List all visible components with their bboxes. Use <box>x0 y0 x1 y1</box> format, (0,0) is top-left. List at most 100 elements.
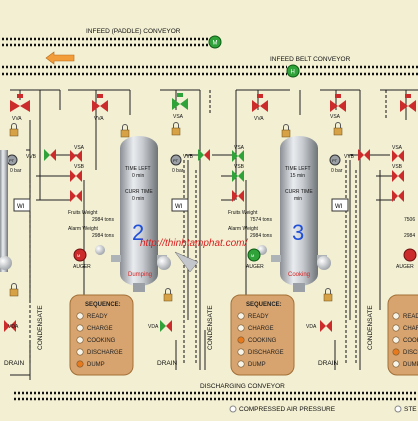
infeed-paddle-label: INFEED (PADDLE) CONVEYOR <box>86 28 181 35</box>
svg-text:WI: WI <box>335 204 343 210</box>
vva-valve-unit3[interactable] <box>252 94 268 112</box>
auger-indicator-2[interactable]: M <box>73 248 87 262</box>
wi-box-unit2[interactable]: WI <box>171 198 189 212</box>
vvb-valve-left[interactable] <box>44 149 56 161</box>
sequence-step-indicator <box>237 324 245 332</box>
vsb2-valve-right[interactable] <box>392 190 404 202</box>
vvb-valve-unit2[interactable] <box>198 149 210 161</box>
pt-gauge-unit3: PT <box>329 154 341 166</box>
svg-text:M: M <box>251 253 254 258</box>
sequence-step-indicator <box>392 336 400 344</box>
lock-icon <box>281 124 291 138</box>
auger-indicator-right[interactable] <box>403 248 417 262</box>
vda-valve-unit2[interactable] <box>160 320 172 332</box>
fruits-weight-value-3: 7574 tons <box>250 217 272 223</box>
sequence-step-label: COOKING <box>403 338 418 344</box>
vsa-valve-left-unit2[interactable] <box>70 150 82 162</box>
vva-label-unit3: VVA <box>254 116 264 122</box>
vva-valve-unit2[interactable] <box>92 94 108 112</box>
svg-text:M: M <box>77 253 80 258</box>
drain-label-left: DRAIN <box>4 360 25 367</box>
sterilizer-vessel-3[interactable] <box>257 136 331 292</box>
vsb-label-right: VSB <box>392 164 403 170</box>
vsb-valve-right[interactable] <box>392 170 404 182</box>
vsb-valve-unit3[interactable] <box>232 170 244 182</box>
vsb2-valve-unit3[interactable] <box>232 190 244 202</box>
status-text-3: Cooking <box>288 272 310 278</box>
svg-text:WI: WI <box>175 204 183 210</box>
sequence-step-label: COOKING <box>87 338 116 344</box>
svg-text:SEQUENCE:: SEQUENCE: <box>246 302 282 308</box>
svg-text:WI: WI <box>17 204 25 210</box>
sterilizer-vessel-left-partial[interactable] <box>0 150 12 272</box>
alarm-weight-label-3: Alarm Weight <box>228 226 259 232</box>
lock-icon <box>9 283 19 297</box>
sequence-step-label: DUMP <box>248 362 266 368</box>
vda-valve-left[interactable] <box>4 320 16 332</box>
vda-valve-unit3[interactable] <box>320 320 332 332</box>
pressure-unit2: 0 bar <box>172 168 184 174</box>
vsb-label-unit3: VSB <box>234 164 245 170</box>
vsb-label-unit2: VSB <box>74 164 85 170</box>
alarm-weight-value-2: 2984 tons <box>92 233 114 239</box>
sequence-step-indicator <box>76 336 84 344</box>
sterilizer-number-3: 3 <box>292 220 304 245</box>
vsa-valve-left-unit3[interactable] <box>232 150 244 162</box>
steam-label-partial: STE <box>404 406 417 413</box>
infeed-belt-label: INFEED BELT CONVEYOR <box>270 56 351 63</box>
infeed-belt-conveyor: INFEED BELT CONVEYOR H <box>2 56 418 78</box>
paddle-motor-indicator[interactable] <box>208 35 222 49</box>
auger-label-2: AUGER <box>73 264 91 270</box>
sequence-step-indicator <box>76 348 84 356</box>
time-left-value-2: 0 min <box>132 173 144 179</box>
vda-label-unit2: VDA <box>148 324 159 330</box>
sequence-step-indicator <box>237 348 245 356</box>
lock-icon <box>163 288 173 302</box>
watermark-text: http://thinhtamphat.com/ <box>140 238 249 249</box>
vva-valve-left[interactable] <box>10 94 30 112</box>
sequence-step-label: DISCHARGE <box>403 350 418 356</box>
condensate-label-3: CONDENSATE <box>367 305 374 350</box>
drain-label-unit2: DRAIN <box>157 360 178 367</box>
sterilizer-vessel-2[interactable] <box>95 136 199 292</box>
wi-box-unit3[interactable]: WI <box>331 198 349 212</box>
compressed-air-indicator[interactable] <box>229 405 237 413</box>
vsa-valve-right[interactable] <box>392 150 404 162</box>
vvb-label-left: VVB <box>26 154 37 160</box>
vsb-valve-unit2[interactable] <box>70 170 82 182</box>
vsb2-valve-unit2[interactable] <box>70 190 82 202</box>
infeed-paddle-conveyor: INFEED (PADDLE) CONVEYOR M <box>2 28 222 49</box>
wi-box-left[interactable]: WI <box>13 198 31 212</box>
sequence-step-indicator <box>392 348 400 356</box>
time-left-value-3: 15 min <box>290 173 305 179</box>
vvb-valve-unit3[interactable] <box>358 149 370 161</box>
fruits-weight-label-3: Fruits Weight <box>228 210 258 216</box>
vsa-label-unit3: VSA <box>234 145 245 151</box>
vva-valve-right[interactable] <box>400 94 416 112</box>
sequence-step-label: CHARGE <box>248 326 274 332</box>
alarm-weight-value-3: 2984 tons <box>250 233 272 239</box>
vsa-top-label-unit3: VSA <box>330 114 341 120</box>
lock-icon <box>9 123 19 137</box>
fruits-weight-label-2: Fruits Weight <box>68 210 98 216</box>
vsa-label-right: VSA <box>392 145 403 151</box>
status-text-2: Dumping <box>128 272 152 278</box>
sequence-step-indicator <box>237 360 245 368</box>
belt-motor-indicator[interactable] <box>286 64 300 78</box>
steam-indicator[interactable] <box>394 405 402 413</box>
sequence-step-indicator <box>237 312 245 320</box>
paddle-motor-label: M <box>213 41 218 47</box>
vsa-valve-unit2[interactable] <box>172 93 188 110</box>
sequence-step-label: READY <box>403 314 418 320</box>
curr-time-label-2: CURR TIME <box>125 189 153 195</box>
drain-label-unit3: DRAIN <box>318 360 339 367</box>
lock-icon <box>171 122 181 136</box>
sterilizer-number-2: 2 <box>132 220 144 245</box>
vva-label-left: VVA <box>12 116 22 122</box>
sequence-step-label: CHARGE <box>403 326 418 332</box>
lock-icon <box>120 124 130 138</box>
vva-valve-unit3b[interactable] <box>330 94 346 112</box>
auger-indicator-3[interactable]: M <box>247 248 261 262</box>
sequence-step-label: CHARGE <box>87 326 113 332</box>
